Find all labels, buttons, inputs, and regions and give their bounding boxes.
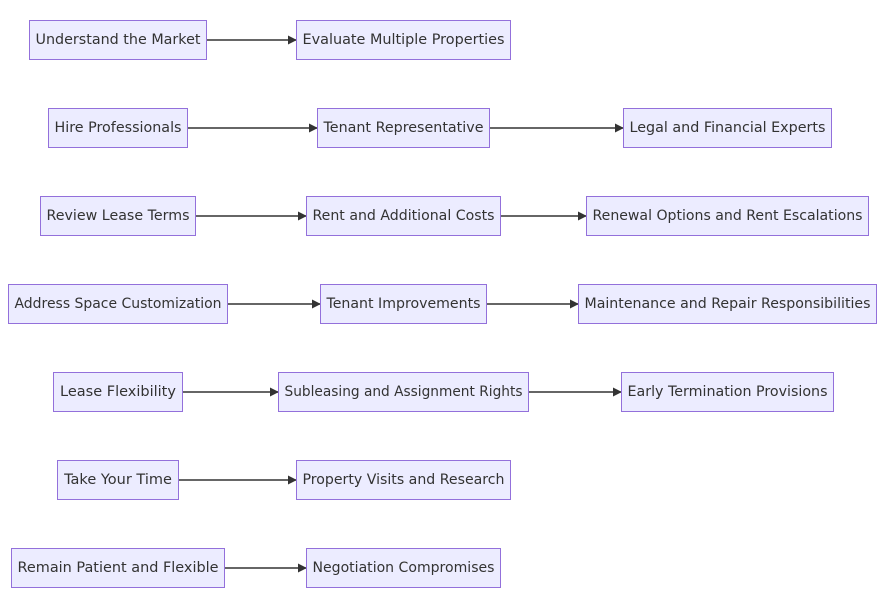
node-label: Take Your Time: [63, 472, 172, 488]
node-early-termination-provisions: Early Termination Provisions: [621, 372, 834, 412]
node-rent-and-additional-costs: Rent and Additional Costs: [306, 196, 501, 236]
node-hire-professionals: Hire Professionals: [48, 108, 188, 148]
node-label: Property Visits and Research: [303, 472, 505, 488]
node-understand-the-market: Understand the Market: [29, 20, 207, 60]
node-negotiation-compromises: Negotiation Compromises: [306, 548, 501, 588]
node-review-lease-terms: Review Lease Terms: [40, 196, 196, 236]
node-legal-and-financial-experts: Legal and Financial Experts: [623, 108, 832, 148]
node-subleasing-and-assignment-rights: Subleasing and Assignment Rights: [278, 372, 529, 412]
node-label: Review Lease Terms: [47, 208, 190, 224]
node-label: Address Space Customization: [15, 296, 222, 312]
node-label: Understand the Market: [36, 32, 201, 48]
node-label: Tenant Representative: [323, 120, 484, 136]
node-lease-flexibility: Lease Flexibility: [53, 372, 183, 412]
node-evaluate-multiple-properties: Evaluate Multiple Properties: [296, 20, 511, 60]
node-label: Rent and Additional Costs: [313, 208, 495, 224]
node-property-visits-and-research: Property Visits and Research: [296, 460, 511, 500]
node-label: Evaluate Multiple Properties: [303, 32, 505, 48]
node-label: Renewal Options and Rent Escalations: [593, 208, 863, 224]
node-take-your-time: Take Your Time: [57, 460, 179, 500]
node-label: Subleasing and Assignment Rights: [285, 384, 523, 400]
node-address-space-customization: Address Space Customization: [8, 284, 228, 324]
node-renewal-options-and-rent-escalations: Renewal Options and Rent Escalations: [586, 196, 869, 236]
node-label: Early Termination Provisions: [628, 384, 828, 400]
node-label: Hire Professionals: [55, 120, 182, 136]
node-maintenance-and-repair-responsibilities: Maintenance and Repair Responsibilities: [578, 284, 877, 324]
node-label: Tenant Improvements: [326, 296, 481, 312]
node-label: Remain Patient and Flexible: [18, 560, 219, 576]
node-label: Negotiation Compromises: [313, 560, 495, 576]
node-remain-patient-and-flexible: Remain Patient and Flexible: [11, 548, 225, 588]
node-label: Lease Flexibility: [60, 384, 176, 400]
node-label: Maintenance and Repair Responsibilities: [585, 296, 871, 312]
node-label: Legal and Financial Experts: [630, 120, 826, 136]
node-tenant-representative: Tenant Representative: [317, 108, 490, 148]
node-tenant-improvements: Tenant Improvements: [320, 284, 487, 324]
